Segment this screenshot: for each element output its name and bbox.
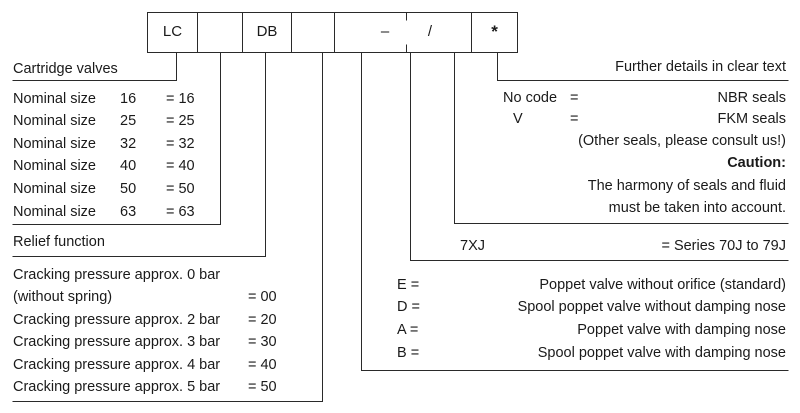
nominal-size-code: = 16 bbox=[166, 91, 195, 107]
cracking-pressure-text: Cracking pressure approx. 5 bar bbox=[13, 379, 221, 395]
leader-series bbox=[410, 52, 789, 261]
leader-further-details bbox=[497, 52, 789, 81]
cracking-pressure-code: = 40 bbox=[248, 357, 277, 373]
nominal-size-value: 32 bbox=[120, 136, 137, 152]
nominal-size-code: = 40 bbox=[166, 158, 195, 174]
code-box-slash: / bbox=[427, 23, 433, 40]
valve-type-code: A = bbox=[397, 322, 419, 338]
valve-type-description: Poppet valve with damping nose bbox=[577, 322, 786, 338]
leader-cartridge bbox=[12, 52, 177, 81]
nominal-size-code: = 25 bbox=[166, 113, 195, 129]
other-seals-note: (Other seals, please consult us!) bbox=[578, 133, 786, 149]
cracking-pressure-text: Cracking pressure approx. 4 bar bbox=[13, 357, 221, 373]
code-box-asterisk: * bbox=[491, 22, 498, 41]
valve-type-description: Spool poppet valve without damping nose bbox=[517, 299, 786, 315]
nominal-size-code: = 32 bbox=[166, 136, 195, 152]
cracking-pressure-text: Cracking pressure approx. 0 bar bbox=[13, 267, 221, 283]
nominal-size-label: Nominal size bbox=[13, 204, 96, 220]
further-details-title: Further details in clear text bbox=[615, 59, 786, 75]
cracking-pressure-code: = 50 bbox=[248, 379, 277, 395]
nominal-size-label: Nominal size bbox=[13, 113, 96, 129]
valve-type-code: B = bbox=[397, 345, 420, 361]
nominal-size-value: 63 bbox=[120, 204, 137, 220]
series-code: 7XJ bbox=[460, 238, 485, 254]
cartridge-valves-title: Cartridge valves bbox=[13, 61, 118, 77]
valve-type-description: Spool poppet valve with damping nose bbox=[537, 345, 786, 361]
seal-description: NBR seals bbox=[717, 90, 787, 106]
cracking-pressure-text: (without spring) bbox=[13, 289, 113, 305]
caution-line: The harmony of seals and fluid bbox=[587, 178, 786, 194]
caution-title: Caution: bbox=[727, 155, 786, 171]
code-box-db: DB bbox=[256, 23, 278, 40]
cracking-pressure-code: = 30 bbox=[248, 334, 277, 350]
caution-line: must be taken into account. bbox=[608, 200, 786, 216]
cracking-pressure-code: = 20 bbox=[248, 312, 277, 328]
seal-equals: = bbox=[570, 90, 579, 106]
nominal-size-label: Nominal size bbox=[13, 158, 96, 174]
cracking-pressure-text: Cracking pressure approx. 3 bar bbox=[13, 334, 221, 350]
nominal-size-label: Nominal size bbox=[13, 91, 96, 107]
valve-type-description: Poppet valve without orifice (standard) bbox=[539, 277, 786, 293]
leader-cracking bbox=[12, 52, 323, 402]
leader-valve-type bbox=[361, 52, 789, 371]
cracking-pressure-code: = 00 bbox=[248, 289, 277, 305]
nominal-size-code: = 50 bbox=[166, 181, 195, 197]
seal-code: V bbox=[513, 111, 523, 127]
valve-type-code: E = bbox=[397, 277, 420, 293]
nominal-size-code: = 63 bbox=[166, 204, 195, 220]
leader-relief bbox=[12, 52, 266, 257]
relief-function-title: Relief function bbox=[13, 234, 105, 250]
code-box-dash: – bbox=[380, 23, 390, 40]
nominal-size-value: 16 bbox=[120, 91, 137, 107]
seal-description: FKM seals bbox=[717, 111, 787, 127]
nominal-size-label: Nominal size bbox=[13, 181, 96, 197]
seal-code: No code bbox=[503, 90, 558, 106]
code-box-cracking bbox=[292, 12, 334, 52]
valve-type-code: D = bbox=[397, 299, 420, 315]
series-description: = Series 70J to 79J bbox=[661, 238, 786, 254]
code-box-lc: LC bbox=[162, 23, 183, 40]
nominal-size-label: Nominal size bbox=[13, 136, 96, 152]
nominal-size-value: 50 bbox=[120, 181, 137, 197]
code-box-frame bbox=[147, 12, 518, 53]
nominal-size-value: 40 bbox=[120, 158, 137, 174]
leader-nominal-size bbox=[12, 52, 221, 225]
cracking-pressure-text: Cracking pressure approx. 2 bar bbox=[13, 312, 221, 328]
code-box-valve-type bbox=[335, 12, 365, 52]
seal-equals: = bbox=[570, 111, 579, 127]
code-box-nominal-size bbox=[198, 12, 242, 52]
nominal-size-value: 25 bbox=[120, 113, 137, 129]
leader-seals bbox=[454, 52, 789, 224]
